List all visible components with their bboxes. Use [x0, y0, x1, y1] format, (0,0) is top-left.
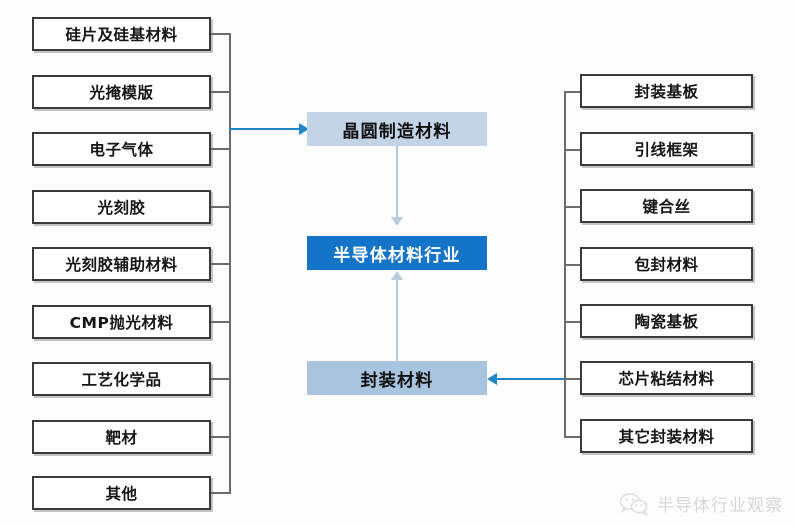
list-item-label: CMP抛光材料 — [69, 314, 174, 332]
node-label: 晶圆制造材料 — [342, 121, 452, 142]
list-item[interactable]: 其它封装材料 — [580, 419, 753, 453]
node-semiconductor-materials-industry[interactable]: 半导体材料行业 — [307, 236, 487, 270]
list-item[interactable]: 光刻胶 — [32, 190, 211, 224]
list-item-label: 光刻胶辅助材料 — [65, 256, 178, 274]
watermark: 半导体行业观察 — [619, 491, 783, 516]
right-bracket-stub — [564, 149, 582, 151]
left-bracket-stub — [211, 91, 231, 93]
arrow-packaging-to-hub-head — [391, 271, 403, 280]
left-bracket-stub — [211, 492, 231, 494]
list-item[interactable]: 陶瓷基板 — [580, 304, 753, 338]
right-bracket-stub — [564, 436, 582, 438]
right-bracket-stub — [564, 264, 582, 266]
list-item-label: 包封材料 — [634, 256, 699, 274]
arrow-packaging-to-hub — [396, 280, 398, 361]
left-bracket-stub — [211, 148, 231, 150]
list-item-label: 其他 — [105, 485, 138, 503]
list-item-label: 光刻胶 — [97, 199, 146, 217]
list-item[interactable]: 光刻胶辅助材料 — [32, 247, 211, 281]
list-item[interactable]: 引线框架 — [580, 132, 753, 166]
list-item[interactable]: 电子气体 — [32, 132, 211, 166]
left-bracket-stub — [211, 33, 231, 35]
list-item[interactable]: 其他 — [32, 476, 211, 510]
arrow-left-to-wafer-materials — [229, 128, 301, 130]
list-item[interactable]: 封装基板 — [580, 74, 753, 108]
list-item-label: 陶瓷基板 — [634, 313, 699, 331]
arrow-wafer-to-hub — [396, 146, 398, 218]
list-item[interactable]: 芯片粘结材料 — [580, 361, 753, 395]
arrow-right-to-packaging-materials-head — [487, 373, 497, 385]
list-item[interactable]: CMP抛光材料 — [32, 305, 211, 339]
left-bracket-stub — [211, 263, 231, 265]
list-item-label: 电子气体 — [89, 141, 154, 159]
right-bracket-stub — [564, 321, 582, 323]
list-item[interactable]: 键合丝 — [580, 189, 753, 223]
list-item-label: 芯片粘结材料 — [618, 370, 715, 388]
list-item-label: 靶材 — [105, 429, 138, 447]
list-item[interactable]: 靶材 — [32, 420, 211, 454]
list-item[interactable]: 包封材料 — [580, 247, 753, 281]
right-bracket-stub — [564, 91, 582, 93]
list-item[interactable]: 光掩模版 — [32, 75, 211, 109]
node-label: 封装材料 — [360, 370, 434, 391]
list-item-label: 封装基板 — [634, 83, 699, 101]
list-item[interactable]: 硅片及硅基材料 — [32, 17, 211, 51]
list-item-label: 硅片及硅基材料 — [65, 26, 178, 44]
right-bracket-stub — [564, 206, 582, 208]
left-bracket-stub — [211, 321, 231, 323]
right-bracket-stub — [564, 378, 582, 380]
arrow-left-to-wafer-materials-head — [299, 123, 309, 135]
left-bracket-stub — [211, 378, 231, 380]
list-item-label: 工艺化学品 — [81, 371, 162, 389]
watermark-text: 半导体行业观察 — [657, 496, 783, 516]
list-item-label: 引线框架 — [634, 141, 699, 159]
list-item[interactable]: 工艺化学品 — [32, 362, 211, 396]
left-bracket-stub — [211, 206, 231, 208]
node-packaging-materials[interactable]: 封装材料 — [307, 361, 487, 395]
list-item-label: 键合丝 — [642, 198, 691, 216]
arrow-right-to-packaging-materials — [497, 378, 564, 380]
left-bracket-stub — [211, 436, 231, 438]
list-item-label: 光掩模版 — [89, 84, 154, 102]
arrow-wafer-to-hub-head — [391, 217, 403, 226]
list-item-label: 其它封装材料 — [618, 428, 715, 446]
wechat-icon — [619, 492, 649, 516]
node-label: 半导体材料行业 — [333, 245, 461, 266]
node-wafer-manufacturing-materials[interactable]: 晶圆制造材料 — [307, 112, 487, 146]
